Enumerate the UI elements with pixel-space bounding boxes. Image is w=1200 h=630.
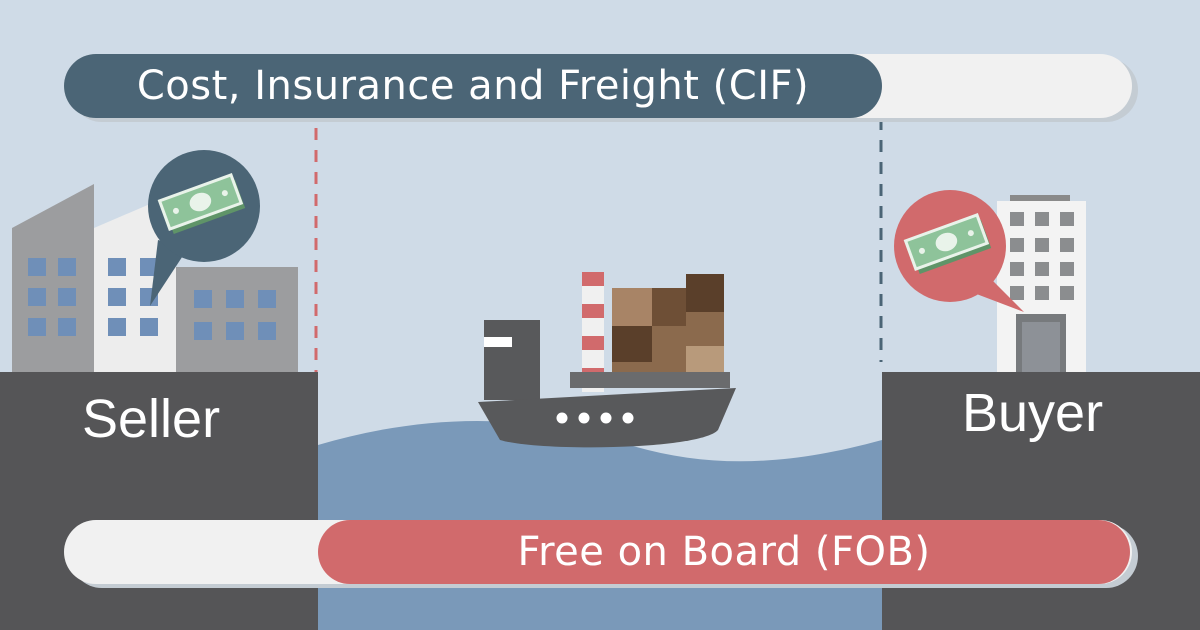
seller-label: Seller	[82, 389, 221, 449]
buyer-building	[997, 195, 1086, 372]
money-icon	[903, 212, 992, 275]
cif-bar	[64, 54, 1138, 122]
fob-label: Free on Board (FOB)	[517, 529, 931, 575]
money-icon	[157, 172, 246, 235]
seller-payment-bubble	[148, 150, 260, 306]
seller-buildings	[12, 184, 298, 372]
buyer-label: Buyer	[962, 383, 1104, 443]
cif-label: Cost, Insurance and Freight (CIF)	[136, 63, 810, 109]
cargo-ship	[478, 272, 736, 448]
buyer-payment-bubble	[894, 190, 1024, 312]
fob-bar	[64, 520, 1138, 588]
